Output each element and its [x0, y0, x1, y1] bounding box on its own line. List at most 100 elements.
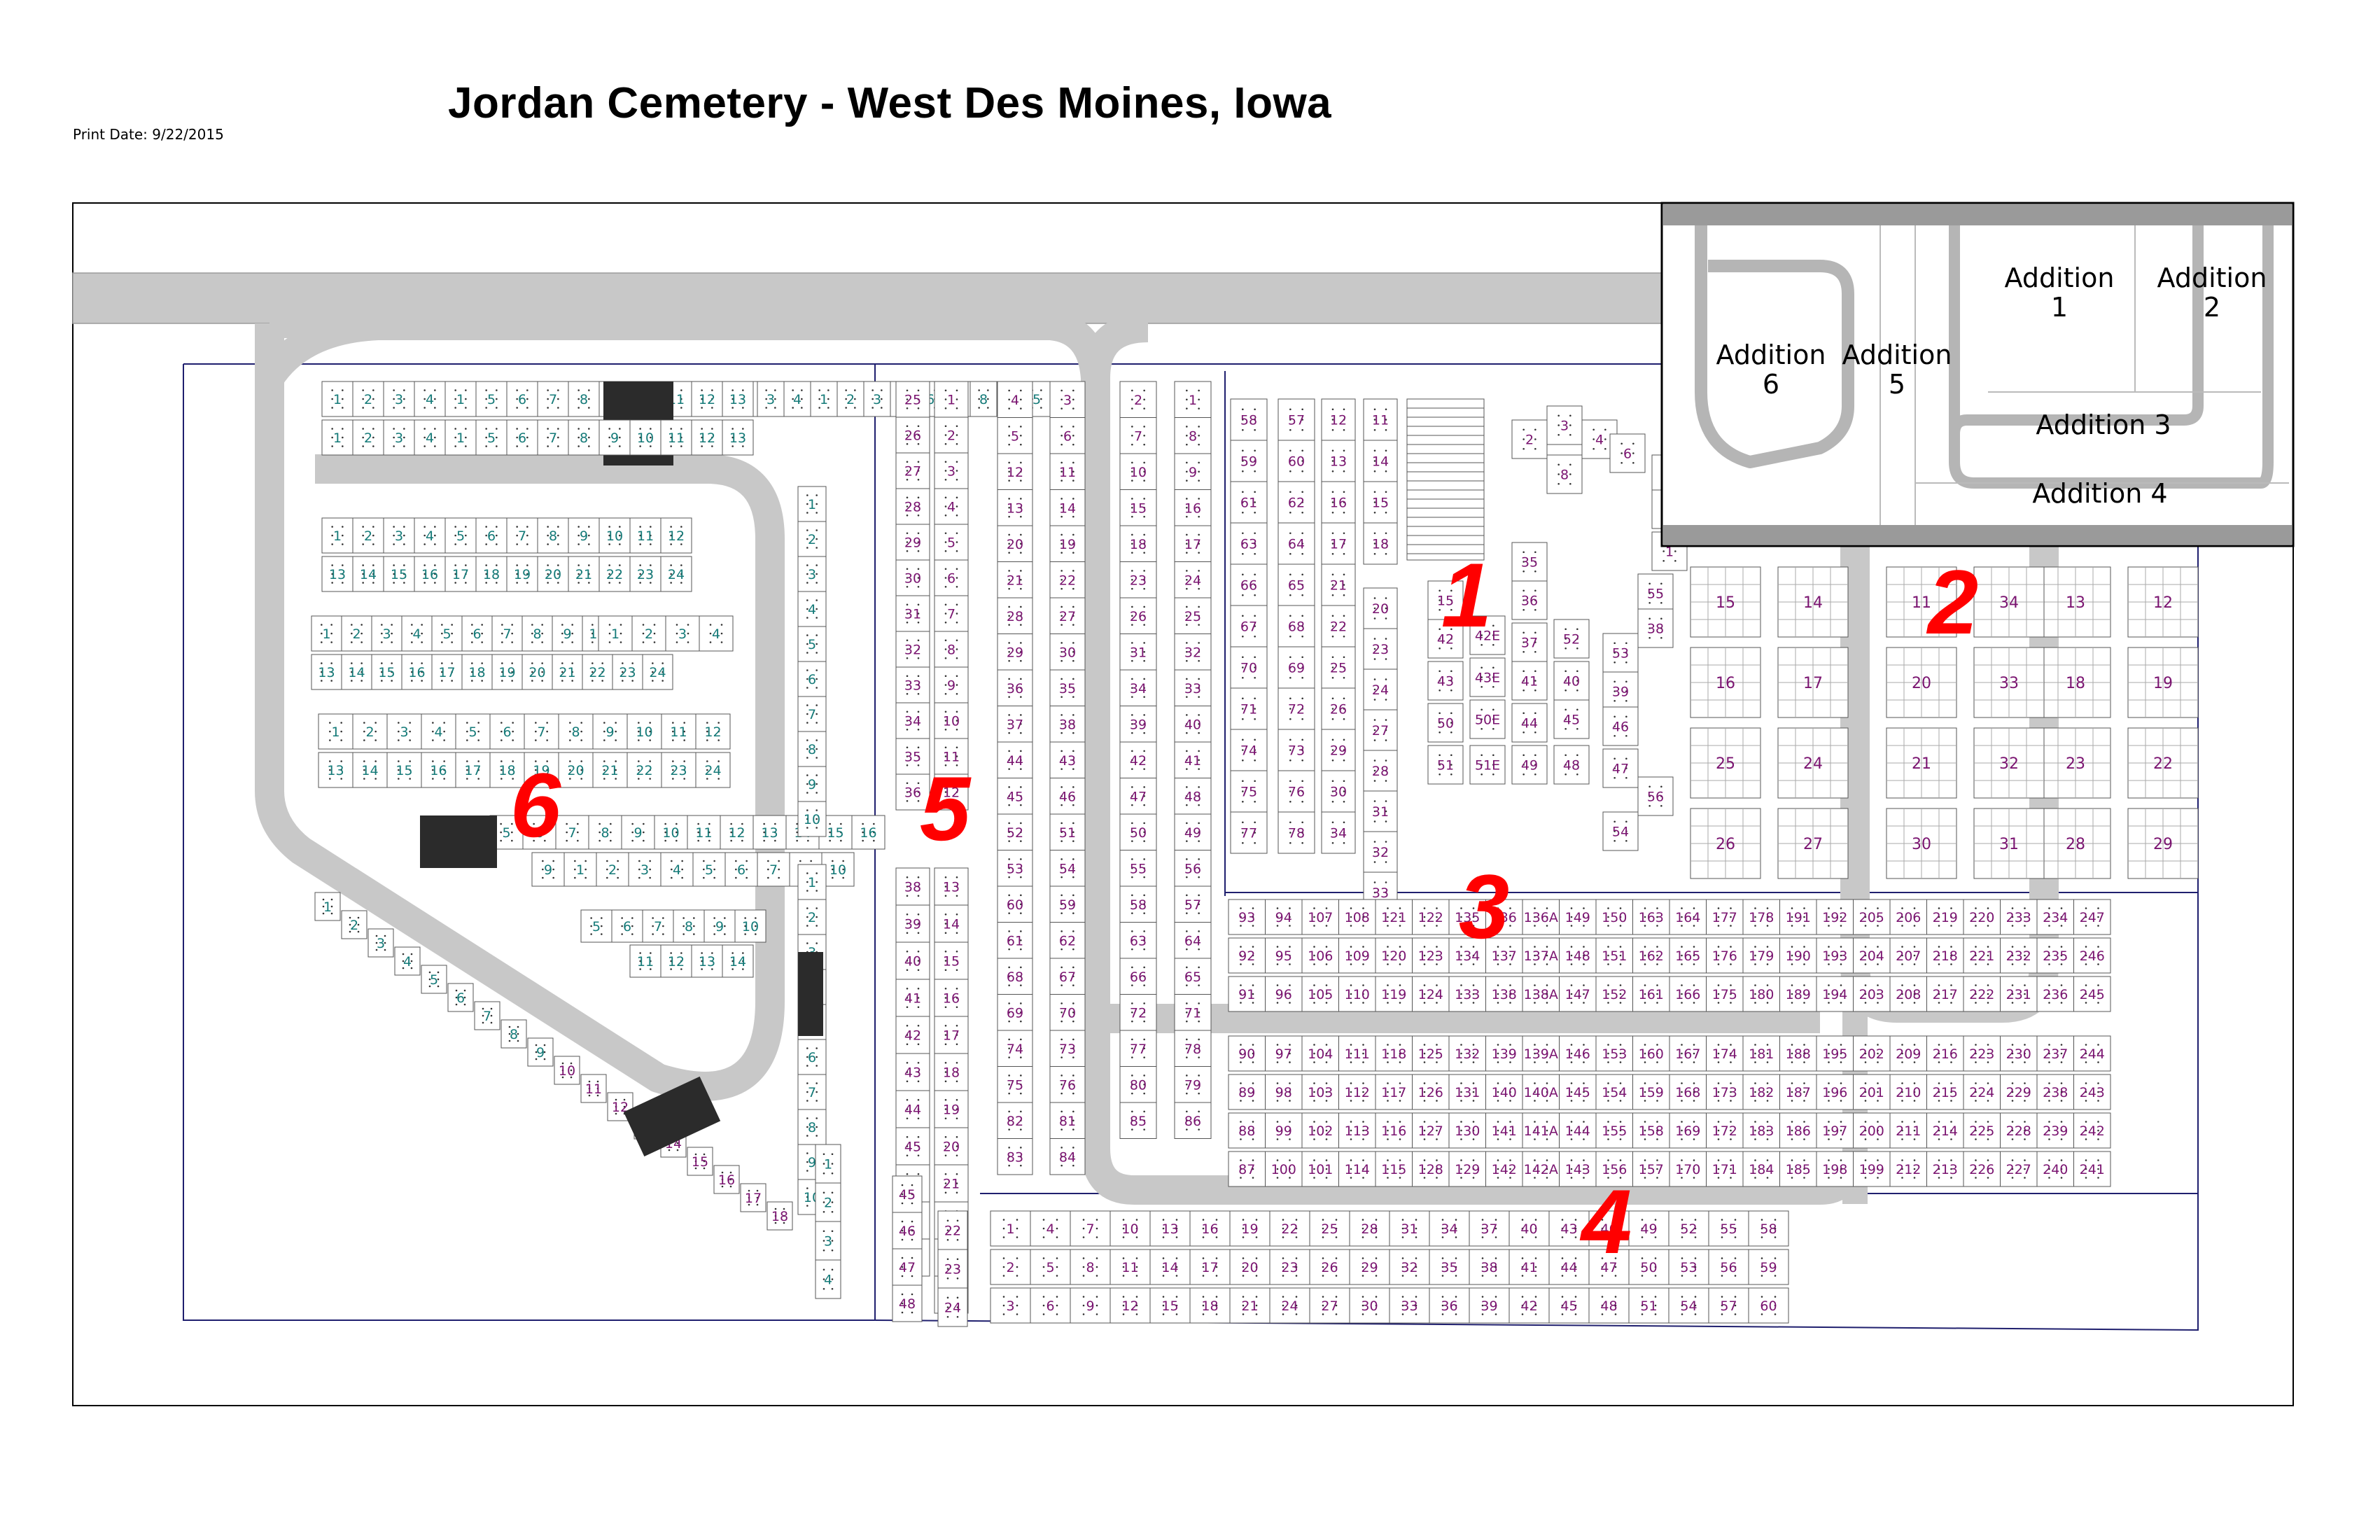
- sec6-plot[interactable]: 4: [783, 381, 811, 417]
- sec6-diag-plot[interactable]: 2: [341, 910, 368, 939]
- sec4-plot[interactable]: 13: [1149, 1210, 1191, 1247]
- sec6-plot[interactable]: 8: [568, 419, 600, 456]
- sec3-plot[interactable]: 148: [1559, 937, 1597, 974]
- sec4-plot[interactable]: 17: [1189, 1249, 1231, 1285]
- sec6-plot[interactable]: 6: [506, 381, 538, 417]
- sec1-plot[interactable]: 25: [1321, 646, 1356, 689]
- sec6-plot[interactable]: 20: [522, 654, 553, 690]
- sec2-quad-block[interactable]: 17: [1777, 647, 1849, 718]
- sec6-plot[interactable]: 20: [558, 752, 594, 788]
- sec3-plot[interactable]: 150: [1595, 899, 1633, 935]
- sec6-plot[interactable]: 1: [810, 381, 838, 417]
- sec3-plot[interactable]: 186: [1779, 1112, 1817, 1149]
- sec6-plot[interactable]: 8: [588, 815, 622, 850]
- sec1-inner-plot[interactable]: 36: [1511, 580, 1548, 620]
- sec1-plot[interactable]: 22: [1321, 605, 1356, 648]
- sec1-inner-plot[interactable]: 51E: [1469, 745, 1506, 785]
- sec4-plot[interactable]: 54: [1668, 1287, 1709, 1324]
- sec4-plot[interactable]: 56: [1708, 1249, 1749, 1285]
- sec6-plot[interactable]: 15: [371, 654, 402, 690]
- sec5-plot[interactable]: 34: [895, 702, 930, 739]
- sec5-strip-plot[interactable]: 5: [797, 626, 827, 662]
- sec3-plot[interactable]: 108: [1338, 899, 1376, 935]
- sec6-diag-plot[interactable]: 18: [766, 1201, 793, 1231]
- sec1-plot[interactable]: 72: [1278, 687, 1315, 730]
- sec4-plot[interactable]: 38: [1469, 1249, 1510, 1285]
- sec5-plot[interactable]: 59: [1049, 886, 1086, 923]
- sec1-inner-plot[interactable]: 46: [1602, 706, 1639, 746]
- sec5-plot[interactable]: 12: [934, 774, 969, 811]
- sec3-plot[interactable]: 114: [1338, 1151, 1376, 1187]
- sec3-plot[interactable]: 182: [1742, 1074, 1780, 1110]
- sec6-plot[interactable]: 3: [863, 381, 891, 417]
- sec3-plot[interactable]: 144: [1559, 1112, 1597, 1149]
- sec3-plot[interactable]: 123: [1412, 937, 1450, 974]
- sec3-plot[interactable]: 128: [1412, 1151, 1450, 1187]
- sec5-plot[interactable]: 38: [1049, 706, 1086, 743]
- sec6-plot[interactable]: 15: [386, 752, 422, 788]
- sec3-plot[interactable]: 139: [1485, 1035, 1523, 1072]
- sec3-plot[interactable]: 174: [1706, 1035, 1744, 1072]
- sec5-plot[interactable]: 13: [934, 867, 969, 906]
- sec5-strip-plot[interactable]: 9: [797, 766, 827, 802]
- sec5-plot[interactable]: 22: [1049, 561, 1086, 598]
- sec6-plot[interactable]: 13: [722, 381, 754, 417]
- sec3-plot[interactable]: 163: [1632, 899, 1670, 935]
- sec5-plot[interactable]: 78: [1174, 1030, 1212, 1067]
- sec6-plot[interactable]: 21: [552, 654, 583, 690]
- sec5-plot[interactable]: 1: [1174, 381, 1212, 418]
- sec5-plot[interactable]: 65: [1174, 958, 1212, 995]
- sec1-plot[interactable]: 59: [1230, 440, 1268, 482]
- sec6-plot[interactable]: 3: [371, 615, 402, 652]
- sec6-plot[interactable]: 6: [522, 815, 556, 850]
- sec6-diag-plot[interactable]: 4: [394, 946, 421, 976]
- sec5-plot[interactable]: 51: [1049, 813, 1086, 850]
- sec6-plot[interactable]: 8: [568, 381, 600, 417]
- sec6-diag-plot[interactable]: 10: [554, 1056, 580, 1085]
- sec5-plot[interactable]: 72: [1119, 994, 1157, 1031]
- sec1-plot[interactable]: 78: [1278, 811, 1315, 854]
- sec3-plot[interactable]: 94: [1265, 899, 1303, 935]
- sec3-plot[interactable]: 106: [1301, 937, 1339, 974]
- sec3-plot[interactable]: 154: [1595, 1074, 1633, 1110]
- sec3-plot[interactable]: 246: [2073, 937, 2111, 974]
- sec3-plot[interactable]: 240: [2036, 1151, 2074, 1187]
- sec5-plot[interactable]: 9: [934, 666, 969, 704]
- sec3-plot[interactable]: 195: [1816, 1035, 1854, 1072]
- sec6-plot[interactable]: 1: [318, 713, 354, 750]
- sec4-plot[interactable]: 48: [1588, 1287, 1630, 1324]
- sec3-plot[interactable]: 202: [1853, 1035, 1891, 1072]
- sec4-plot[interactable]: 15: [1149, 1287, 1191, 1324]
- sec6-plot[interactable]: 21: [592, 752, 628, 788]
- sec6-plot[interactable]: 22: [582, 654, 613, 690]
- sec2-quad-block[interactable]: 23: [2040, 727, 2111, 799]
- sec5-plot[interactable]: 28: [895, 488, 930, 525]
- sec3-plot[interactable]: 87: [1228, 1151, 1266, 1187]
- sec6-plot[interactable]: 7: [757, 852, 790, 887]
- sec2-quad-block[interactable]: 15: [1690, 566, 1761, 638]
- sec1-plot[interactable]: 74: [1230, 729, 1268, 771]
- sec1-inner-plot[interactable]: 48: [1553, 745, 1590, 785]
- sec6-plot[interactable]: 2: [352, 713, 388, 750]
- sec5-plot[interactable]: 34: [1119, 669, 1157, 706]
- sec6-plot[interactable]: 7: [506, 517, 538, 554]
- sec3-plot[interactable]: 103: [1301, 1074, 1339, 1110]
- sec3-plot[interactable]: 113: [1338, 1112, 1376, 1149]
- sec5-plot[interactable]: 85: [1119, 1102, 1157, 1139]
- sec3-plot[interactable]: 160: [1632, 1035, 1670, 1072]
- sec4-plot[interactable]: 33: [1389, 1287, 1430, 1324]
- sec5-plot[interactable]: 43: [895, 1053, 930, 1091]
- sec5-plot[interactable]: 30: [895, 559, 930, 596]
- sec3-plot[interactable]: 210: [1889, 1074, 1927, 1110]
- sec5-plot[interactable]: 27: [1049, 597, 1086, 634]
- sec5-plot[interactable]: 55: [1119, 850, 1157, 887]
- sec6-plot[interactable]: 3: [665, 615, 700, 652]
- sec5-plot[interactable]: 66: [1119, 958, 1157, 995]
- sec4-plot[interactable]: 51: [1628, 1287, 1670, 1324]
- sec3-plot[interactable]: 162: [1632, 937, 1670, 974]
- sec6-diag-plot[interactable]: 16: [713, 1165, 740, 1194]
- sec3-plot[interactable]: 217: [1926, 976, 1964, 1012]
- sec6-plot[interactable]: 1: [321, 419, 354, 456]
- sec6-plot[interactable]: 1: [598, 615, 633, 652]
- sec5-plot[interactable]: 37: [997, 706, 1033, 743]
